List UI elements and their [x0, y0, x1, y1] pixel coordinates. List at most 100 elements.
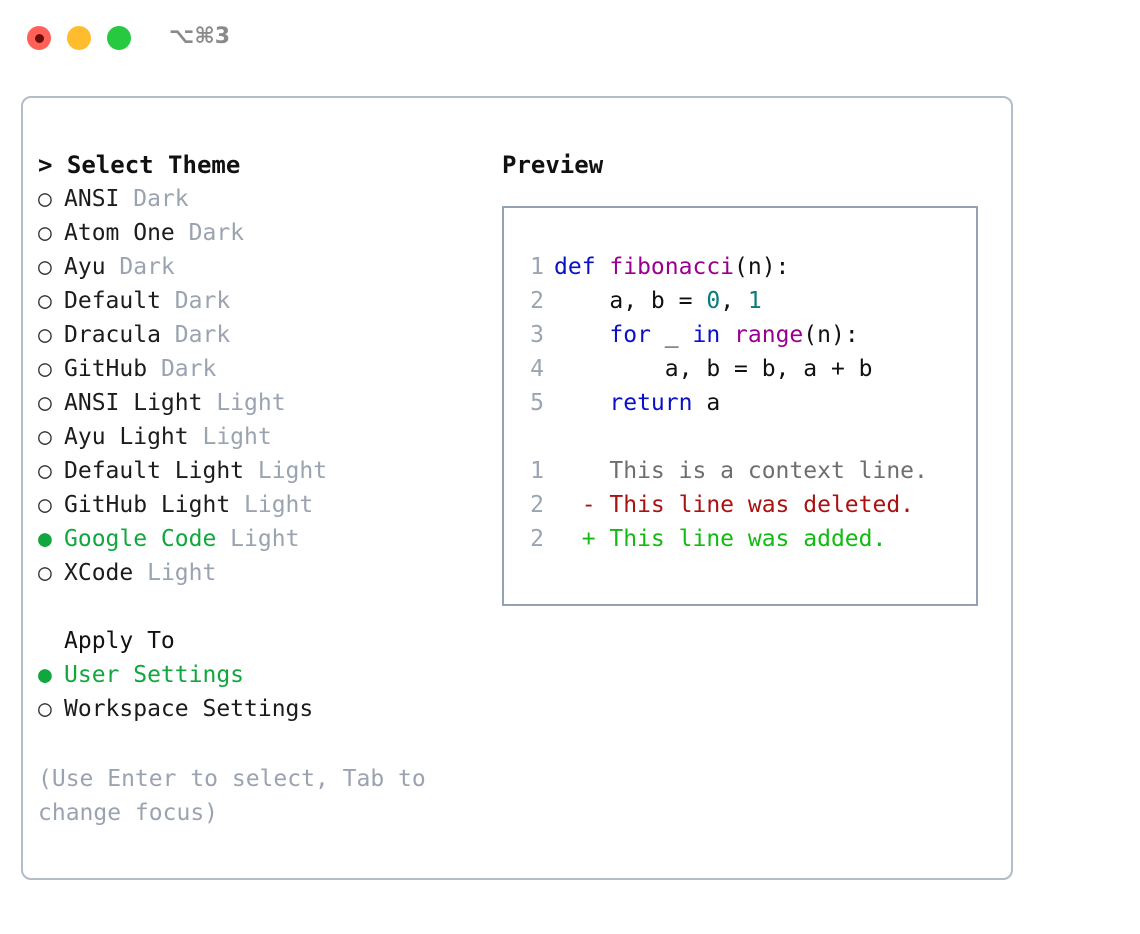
radio-unselected-icon: ○ — [38, 390, 52, 416]
apply-to-options: ● User Settings ○ Workspace Settings — [38, 658, 478, 726]
diff-line-add: 2 + This line was added. — [520, 522, 970, 556]
radio-unselected-icon: ○ — [38, 458, 52, 484]
theme-name: ANSI Light — [64, 390, 203, 416]
radio-unselected-icon: ○ — [38, 696, 52, 722]
diff-text: This line was deleted. — [595, 492, 915, 518]
theme-name: Ayu — [64, 254, 106, 280]
code-token-fn: range — [734, 322, 804, 348]
radio-unselected-icon: ○ — [38, 220, 52, 246]
theme-option-ansi-light[interactable]: ○ ANSI Light Light — [38, 386, 478, 420]
title-bar: ⌥⌘3 — [0, 0, 1140, 78]
code-token-plain: _ — [650, 322, 693, 348]
keyboard-hint-text: (Use Enter to select, Tab to change focu… — [38, 766, 440, 826]
code-token-num: 1 — [747, 288, 762, 314]
code-line: 5 return a — [520, 386, 970, 420]
diff-marker: + — [554, 526, 596, 552]
code-token-kw: return — [609, 390, 693, 416]
theme-name: Dracula — [64, 322, 161, 348]
radio-unselected-icon: ○ — [38, 322, 52, 348]
theme-option-atom-one[interactable]: ○Atom One Dark — [38, 216, 478, 250]
close-button[interactable] — [27, 26, 51, 50]
theme-option-google-code[interactable]: ● Google Code Light — [38, 522, 478, 556]
radio-unselected-icon: ○ — [38, 254, 52, 280]
radio-selected-icon: ● — [38, 526, 52, 552]
select-theme-heading: > Select Theme — [38, 151, 241, 179]
theme-option-ansi[interactable]: ○ ANSI Dark — [38, 182, 478, 216]
theme-option-github-light[interactable]: ○GitHub Light Light — [38, 488, 478, 522]
apply-to-option-user-settings[interactable]: ● User Settings — [38, 658, 478, 692]
radio-unselected-icon: ○ — [38, 356, 52, 382]
preview-heading: Preview — [502, 151, 604, 179]
theme-kind-badge: Light — [244, 458, 328, 484]
theme-kind-badge: Light — [188, 424, 272, 450]
line-number: 1 — [530, 458, 544, 484]
code-token-kw: for — [609, 322, 651, 348]
theme-kind-badge: Dark — [160, 288, 231, 314]
radio-unselected-icon: ○ — [38, 424, 52, 450]
theme-name: XCode — [64, 560, 134, 586]
theme-name: Ayu Light — [64, 424, 189, 450]
theme-name: Google Code — [64, 526, 217, 552]
theme-kind-badge: Light — [216, 526, 300, 552]
code-token-plain — [720, 322, 734, 348]
code-token-plain: a, b = b, a + b — [554, 356, 873, 382]
minimize-button[interactable] — [67, 26, 91, 50]
line-number: 3 — [530, 322, 544, 348]
theme-option-ayu[interactable]: ○Ayu Dark — [38, 250, 478, 284]
code-line: 3 for _ in range(n): — [520, 318, 970, 352]
line-number: 2 — [530, 492, 544, 518]
line-number: 2 — [530, 526, 544, 552]
theme-option-default[interactable]: ○Default Dark — [38, 284, 478, 318]
theme-option-ayu-light[interactable]: ○ Ayu Light Light — [38, 420, 478, 454]
line-number: 1 — [530, 254, 544, 280]
theme-kind-badge: Light — [133, 560, 217, 586]
theme-name: Default Light — [64, 458, 245, 484]
theme-name: GitHub — [64, 356, 148, 382]
code-token-plain: (n): — [734, 254, 790, 280]
theme-kind-badge: Dark — [160, 322, 231, 348]
theme-kind-badge: Dark — [119, 186, 189, 212]
apply-to-section: Apply To ●User Settings○Workspace Settin… — [38, 624, 478, 726]
theme-name: ANSI — [64, 186, 120, 212]
diff-line-del: 2 - This line was deleted. — [520, 488, 970, 522]
theme-option-github[interactable]: ○GitHub Dark — [38, 352, 478, 386]
theme-option-dracula[interactable]: ○ Dracula Dark — [38, 318, 478, 352]
code-token-plain: (n): — [803, 322, 859, 348]
diff-marker: - — [554, 492, 596, 518]
apply-to-option-workspace-settings[interactable]: ○ Workspace Settings — [38, 692, 478, 726]
theme-name: Default — [64, 288, 161, 314]
code-token-num: 0 — [706, 288, 721, 314]
radio-unselected-icon: ○ — [38, 492, 52, 518]
theme-kind-badge: Light — [202, 390, 286, 416]
code-token-kw: def — [554, 254, 610, 280]
radio-selected-icon: ● — [38, 662, 52, 688]
theme-kind-badge: Dark — [174, 220, 245, 246]
theme-option-xcode[interactable]: ○XCode Light — [38, 556, 478, 590]
apply-to-label: Workspace Settings — [64, 696, 314, 722]
theme-option-default-light[interactable]: ○ Default Light Light — [38, 454, 478, 488]
code-line: 2 a, b = 0, 1 — [520, 284, 970, 318]
line-number: 5 — [530, 390, 544, 416]
theme-selector-column: > Select Theme ○ANSI Dark○Atom One Dark○… — [38, 148, 478, 830]
code-token-kw: in — [692, 322, 721, 348]
main-panel: > Select Theme ○ANSI Dark○Atom One Dark○… — [21, 96, 1013, 880]
maximize-button[interactable] — [107, 26, 131, 50]
radio-unselected-icon: ○ — [38, 186, 52, 212]
code-token-plain: , — [720, 288, 748, 314]
line-number: 2 — [530, 288, 544, 314]
keyboard-shortcut-label: ⌥⌘3 — [169, 24, 231, 49]
code-line: 4 a, b = b, a + b — [520, 352, 970, 386]
diff-sample: 1 This is a context line.2 - This line w… — [520, 454, 970, 556]
code-token-plain — [554, 322, 609, 348]
recording-indicator-dot — [34, 33, 44, 43]
apply-to-label: User Settings — [64, 662, 245, 688]
diff-line-ctx: 1 This is a context line. — [520, 454, 970, 488]
line-number: 4 — [530, 356, 544, 382]
code-token-plain: a, b = — [554, 288, 707, 314]
diff-text: This line was added. — [595, 526, 887, 552]
